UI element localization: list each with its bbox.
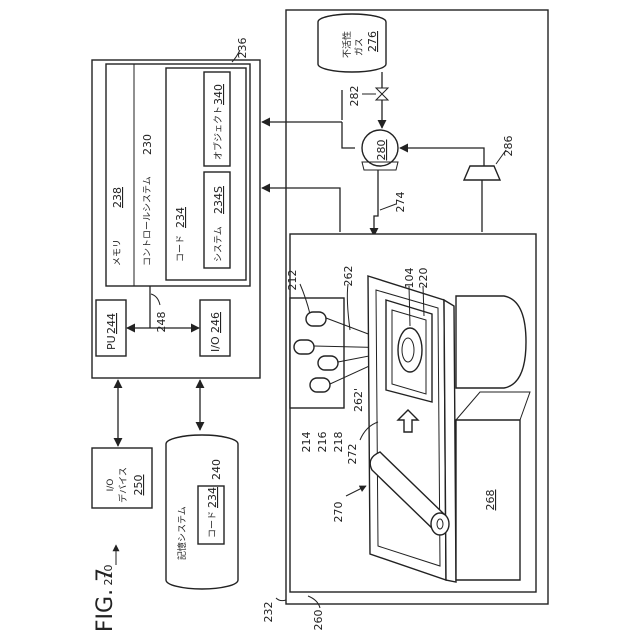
recoater-ref-label: 270 (332, 502, 345, 523)
pu-ref-label: 244 (105, 313, 118, 334)
beam-ref-label: 262 (342, 266, 355, 287)
laser-214 (294, 340, 314, 354)
gas-tank-ref-label: 276 (366, 31, 379, 52)
computer-ref-label: 236 (236, 38, 249, 59)
laser-ref-label-218: 218 (332, 432, 345, 453)
build-table-side (444, 300, 456, 582)
reservoir-ref-label: 268 (484, 490, 497, 511)
powder-bed-ref-label: 272 (346, 444, 359, 465)
object-ref-label: 340 (212, 84, 225, 105)
system-ref-label: 234S (212, 186, 225, 214)
chamber-ref-label: 260 (312, 610, 325, 631)
valve-ref-label: 282 (348, 86, 361, 107)
laser-unit-ref-label: 212 (286, 270, 299, 291)
storage-code-label: コード (208, 511, 218, 538)
pump-ref-label: 280 (375, 140, 388, 161)
io-device-label-1: I/O (106, 479, 116, 492)
object-ref-label-104: 104 (403, 268, 416, 289)
system-ref-label: 210 (102, 565, 115, 586)
io-ref-label: 246 (209, 312, 222, 333)
beam-ref-prime-label: 262' (352, 388, 365, 412)
apparatus-ref-label: 232 (262, 602, 275, 623)
recoater-roller-end (431, 513, 449, 535)
control-system-label: コントロールシステム (142, 176, 153, 266)
storage-label: 記憶システム (176, 506, 188, 560)
laser-212-head (306, 312, 326, 326)
gas-tank-label-1: 不活性 (341, 31, 353, 58)
memory-label: メモリ (113, 239, 123, 266)
build-cylinder (456, 296, 526, 388)
apparatus-ref-leader (276, 598, 286, 601)
control-system-ref-label: 230 (141, 134, 154, 155)
storage-code-ref-label: 234 (206, 487, 219, 508)
io-device-label-2: デバイス (117, 467, 129, 503)
laser-ref-label-216: 216 (316, 432, 329, 453)
plate-ref-label-220: 220 (417, 268, 430, 289)
pu-label: PU (105, 335, 118, 350)
filter-symbol (464, 166, 500, 180)
code-label: コード (176, 235, 186, 262)
io-label: I/O (209, 336, 222, 352)
gas-tank-label-2: ガス (354, 38, 365, 56)
code-ref-label: 234 (174, 207, 187, 228)
laser-ref-label-214: 214 (300, 432, 313, 453)
laser-218 (310, 378, 330, 392)
storage-ref-label: 240 (210, 459, 223, 480)
memory-ref-label: 238 (111, 187, 124, 208)
system-label: システム (213, 226, 224, 262)
bus-ref-label: 248 (155, 312, 168, 333)
object-label: オブジェクト (212, 106, 224, 160)
laser-216 (318, 356, 338, 370)
supply-line-ref-label: 274 (394, 192, 407, 213)
io-device-ref-label: 250 (132, 475, 145, 496)
